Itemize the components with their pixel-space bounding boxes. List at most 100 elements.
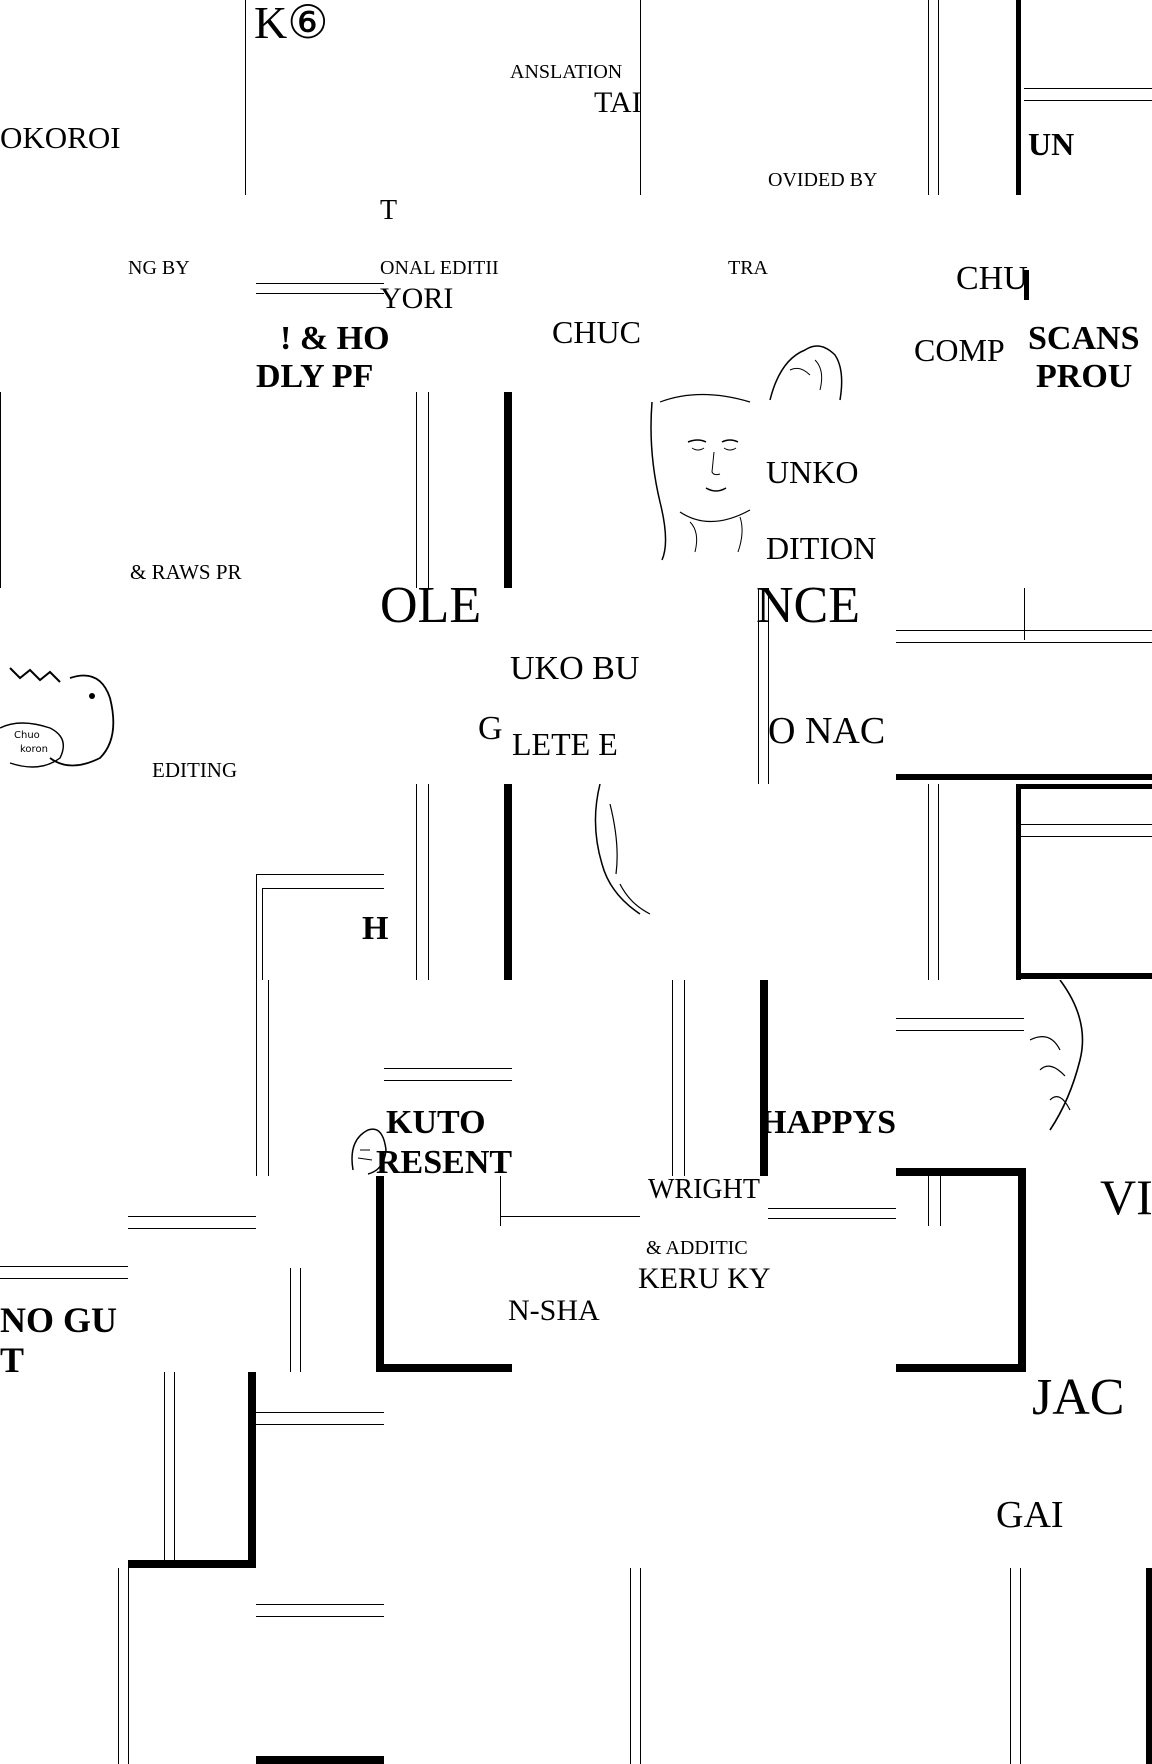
rule (256, 874, 257, 980)
rule (672, 980, 673, 1176)
rule (0, 1266, 128, 1267)
rule (256, 1616, 384, 1617)
svg-text:Chuo: Chuo (14, 730, 40, 741)
rule (758, 588, 759, 784)
rule (1016, 973, 1152, 979)
text-fragment: LETE E (512, 726, 618, 762)
rule (896, 630, 1152, 631)
rule (928, 0, 929, 195)
rule (896, 1364, 1026, 1372)
rule (376, 1364, 512, 1372)
rule (896, 1168, 1026, 1176)
rule (768, 1208, 896, 1209)
text-fragment: COMP (914, 332, 1005, 368)
rule (504, 392, 512, 588)
rule (768, 1218, 896, 1219)
text-fragment: UKO BU (510, 650, 640, 687)
text-fragment: KUTO (386, 1104, 486, 1141)
rule (290, 1268, 291, 1372)
bird-logo: Chuo koron (0, 667, 115, 768)
text-fragment: VI (1100, 1169, 1152, 1225)
text-fragment: NG BY (128, 257, 190, 279)
text-fragment: GAI (996, 1494, 1064, 1536)
text-fragment: G (478, 710, 503, 747)
rule (896, 1018, 1024, 1019)
text-fragment: CHU (956, 260, 1028, 297)
rule (1016, 784, 1152, 789)
text-fragment: K⑥ (254, 0, 329, 48)
rule (896, 1030, 1024, 1031)
rule (256, 980, 257, 1176)
rule (416, 392, 417, 588)
rule (768, 588, 769, 784)
rule (938, 784, 939, 980)
rule (256, 293, 384, 294)
text-fragment: RESENT (376, 1144, 513, 1181)
text-fragment: UN (1028, 126, 1075, 162)
rule (118, 1568, 119, 1764)
rule (256, 1424, 384, 1425)
text-fragment: OLE (380, 577, 482, 634)
rule (1024, 588, 1025, 640)
rule (262, 888, 384, 889)
rule (500, 1216, 640, 1217)
bird-sketch-right (1029, 980, 1084, 1131)
text-fragment: WRIGHT (648, 1174, 760, 1205)
rule (174, 1372, 175, 1568)
rule (268, 980, 269, 1176)
rule (256, 1756, 384, 1764)
text-fragment: & ADDITIC (646, 1237, 748, 1259)
text-fragment: & RAWS PR (130, 560, 242, 584)
rule (640, 1568, 641, 1764)
rule (0, 392, 1, 588)
text-fragment: TRA (728, 257, 768, 279)
rule (1018, 1172, 1026, 1372)
rule (1024, 270, 1029, 300)
rule (500, 1176, 501, 1226)
text-fragment: O NAC (768, 710, 886, 752)
rule (1024, 88, 1152, 89)
text-fragment: ! & HO (280, 320, 390, 357)
rule (128, 1568, 129, 1764)
rule (128, 1228, 256, 1229)
rule (164, 1372, 165, 1568)
text-fragment: DITION (766, 530, 877, 566)
text-fragment: DLY PF (256, 358, 374, 395)
text-fragment: UNKO (766, 454, 859, 490)
text-fragment: N-SHA (508, 1294, 600, 1327)
girl-portrait-sketch (650, 393, 751, 561)
text-fragment: SCANS (1028, 320, 1140, 357)
text-fragment: OVIDED BY (768, 169, 878, 191)
text-fragment: TAI (594, 86, 642, 119)
rule (928, 1176, 929, 1226)
rule (1016, 0, 1021, 195)
rule (245, 0, 246, 195)
text-fragment: ONAL EDITII (380, 257, 499, 279)
rule (1024, 100, 1152, 101)
rule (1146, 1568, 1152, 1764)
rule (384, 1080, 512, 1081)
rule (262, 888, 263, 980)
rule (940, 1176, 941, 1226)
text-fragment: H (362, 910, 389, 947)
text-fragment: JAC (1032, 1369, 1125, 1426)
svg-text:koron: koron (20, 744, 48, 755)
rule (128, 1560, 256, 1568)
text-fragment: PROU (1036, 358, 1133, 395)
rule (684, 980, 685, 1176)
rule (376, 1176, 384, 1372)
rule (938, 0, 939, 195)
text-fragment: T (380, 195, 398, 226)
rule (256, 874, 384, 875)
rule (896, 774, 1152, 780)
rule (640, 0, 641, 195)
rule (428, 392, 429, 588)
rule (504, 784, 512, 980)
rule (630, 1568, 631, 1764)
text-fragment: EDITING (152, 758, 238, 782)
bird-drawing (594, 784, 651, 915)
rule (256, 283, 384, 284)
rule (300, 1268, 301, 1372)
rule (416, 784, 417, 980)
